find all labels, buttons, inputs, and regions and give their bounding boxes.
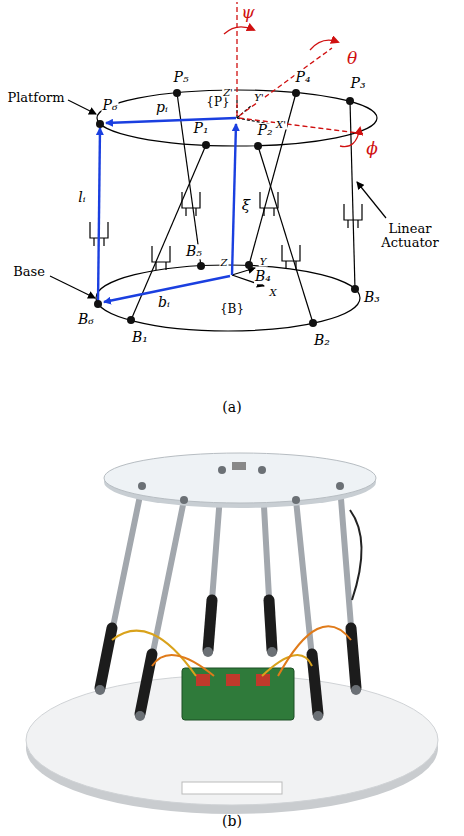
- axis-label: Z: [220, 257, 229, 268]
- vector-label: ξ: [241, 197, 251, 214]
- axis-label: Y': [253, 92, 264, 103]
- subfigure-caption: (b): [221, 814, 243, 829]
- joint-label: P₁: [192, 121, 209, 136]
- joint-label: P₃: [349, 76, 366, 91]
- stewart-schematic: [50, 90, 386, 331]
- frame-label: {P}: [205, 96, 230, 109]
- joint-label: B₃: [363, 290, 381, 305]
- joint-label: P₄: [294, 70, 311, 85]
- part-label: Linear Actuator: [376, 222, 444, 251]
- photo-rendition: [26, 453, 438, 814]
- axis-label: Z': [222, 87, 234, 98]
- joint-label: B₁: [131, 330, 149, 345]
- joint-label: B₄: [254, 269, 272, 284]
- axis-label: Y: [259, 256, 268, 267]
- joint-label: B₆: [77, 312, 95, 327]
- joint-label: B₂: [313, 333, 331, 348]
- angle-symbol: ϕ: [365, 139, 379, 158]
- part-label: Platform: [6, 91, 65, 105]
- part-label: Base: [12, 265, 46, 279]
- joints: [94, 89, 359, 327]
- rotation-axes: [224, 2, 366, 147]
- angle-symbol: θ: [346, 49, 358, 68]
- joint-label: B₅: [185, 244, 203, 259]
- frame-label: {B}: [219, 303, 245, 316]
- subfigure-caption: (a): [221, 400, 242, 415]
- axis-label: X: [268, 287, 277, 298]
- vector-label: pᵢ: [155, 100, 169, 115]
- vectors: [98, 118, 236, 304]
- angle-symbol: ψ: [240, 3, 255, 22]
- joint-label: P₆: [101, 98, 118, 113]
- vector-label: lᵢ: [77, 190, 86, 205]
- joint-label: P₂: [256, 123, 273, 138]
- axis-label: X': [275, 119, 287, 130]
- joint-label: P₅: [172, 70, 189, 85]
- vector-label: bᵢ: [157, 295, 171, 310]
